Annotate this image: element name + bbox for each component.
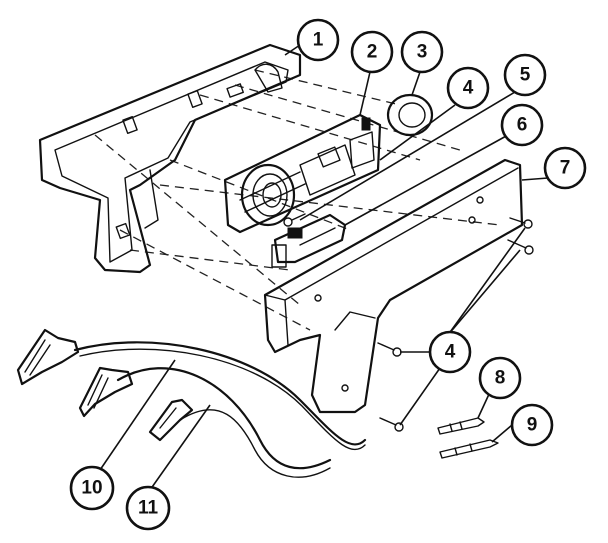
callout-1: 1 [296, 18, 340, 62]
callout-2-label: 2 [367, 42, 378, 63]
cable-leads [73, 341, 367, 478]
callout-10: 10 [69, 465, 115, 511]
callout-4-top-label: 4 [463, 78, 474, 99]
callout-4-top: 4 [446, 66, 490, 110]
screw-top-right-1 [509, 217, 533, 229]
callout-10-label: 10 [81, 478, 102, 499]
alligator-clip-left [16, 328, 80, 386]
small-screw [283, 213, 306, 227]
trigger-switch [271, 213, 347, 268]
probe-clip [148, 398, 194, 442]
lens [386, 93, 434, 137]
callout-8: 8 [478, 356, 522, 400]
callout-8-label: 8 [495, 368, 506, 389]
screw-top-right-2 [507, 239, 534, 255]
callout-9: 9 [510, 403, 554, 447]
callout-4-bottom: 4 [428, 330, 472, 374]
callout-5-label: 5 [520, 65, 531, 86]
callout-7-label: 7 [560, 158, 571, 179]
callout-2: 2 [350, 30, 394, 74]
pin-8 [437, 417, 485, 435]
callout-9-label: 9 [527, 415, 538, 436]
housing-screws [377, 217, 534, 432]
rear-housing-half [38, 43, 302, 274]
callout-4-bottom-label: 4 [445, 342, 456, 363]
callout-11: 11 [125, 485, 171, 531]
callout-11-label: 11 [138, 498, 159, 519]
assembly-guide-lines [94, 69, 501, 331]
screw-middle [377, 342, 402, 357]
callout-leaders [99, 44, 549, 491]
callout-5: 5 [503, 53, 547, 97]
front-housing-half [263, 158, 524, 414]
pin-9 [439, 439, 499, 459]
callout-6: 6 [500, 103, 544, 147]
callout-3: 3 [400, 30, 444, 74]
alligator-clip-middle [78, 366, 134, 418]
lens-ring [240, 163, 296, 227]
callout-7: 7 [543, 146, 587, 190]
screw-bottom [379, 417, 404, 432]
callout-3-label: 3 [417, 42, 428, 63]
callout-6-label: 6 [517, 115, 528, 136]
callout-1-label: 1 [313, 30, 324, 51]
